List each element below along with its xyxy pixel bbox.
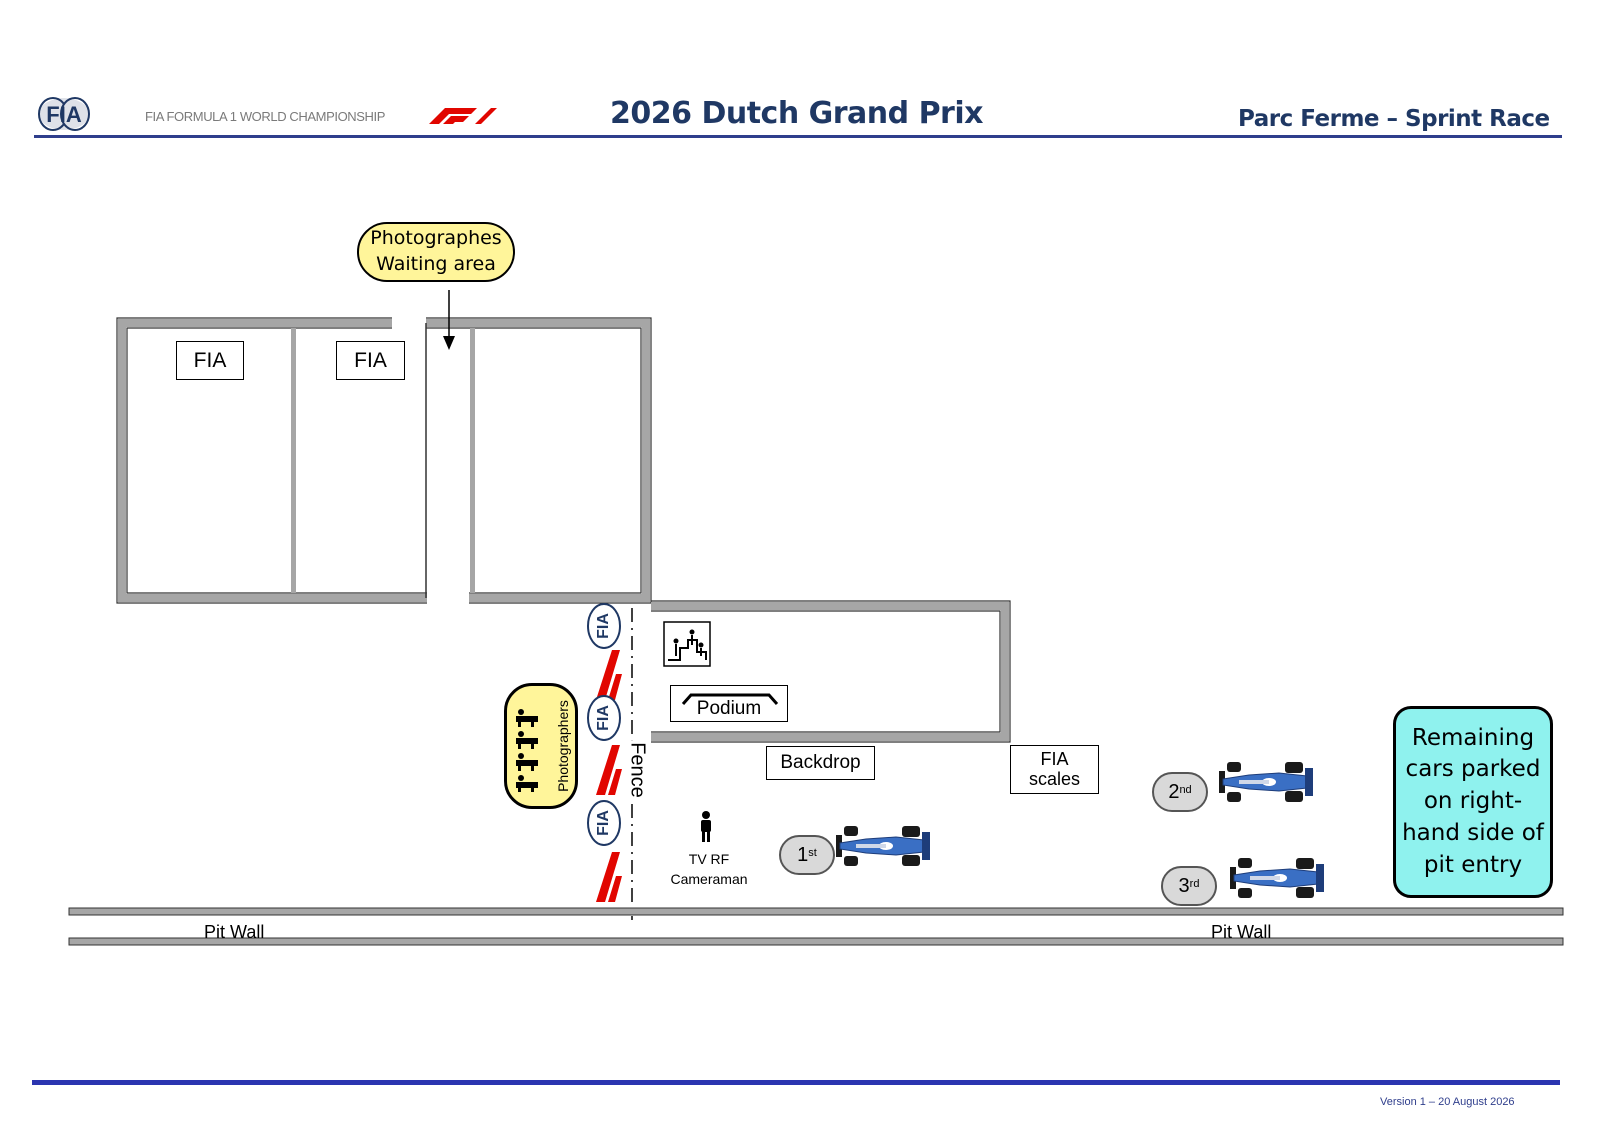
series-name: FIA FORMULA 1 WORLD CHAMPIONSHIP	[145, 109, 386, 124]
garage-block-outline	[116, 317, 652, 604]
svg-text:FIA: FIA	[595, 810, 612, 836]
garage-divider	[291, 328, 296, 593]
garage-block	[118, 319, 650, 602]
remaining-cars-note: Remaining cars parked on right-hand side…	[1393, 706, 1553, 898]
corridor-gap	[427, 592, 469, 606]
podium-arch-icon	[681, 693, 779, 705]
fia-logo-icon: FIA	[587, 800, 621, 846]
podium-label: Podium	[670, 685, 788, 722]
waiting-area-line1: Photographes	[370, 227, 502, 250]
position-number: 3	[1178, 874, 1190, 897]
photographer-icon	[516, 709, 538, 792]
fia-logo-text: FIA	[46, 102, 82, 127]
f1-logo-icon	[596, 650, 622, 700]
f1-logo-icon	[429, 108, 497, 124]
fia-garage-label: FIA	[336, 341, 405, 380]
backdrop-label: Backdrop	[766, 746, 875, 780]
photographers-waiting-area: Photographes Waiting area	[357, 222, 515, 282]
podium-block	[651, 600, 1011, 743]
f1-logo-icon	[596, 852, 622, 902]
race-car-icon	[1230, 858, 1324, 898]
garage-divider	[470, 328, 475, 593]
position-number: 1	[797, 843, 809, 866]
position-suffix: rd	[1189, 878, 1200, 890]
svg-text:FIA: FIA	[595, 613, 612, 639]
podium-text: Podium	[696, 698, 762, 720]
fia-logo-icon: FIA	[38, 97, 90, 131]
header-rule	[34, 135, 1562, 138]
cameraman-label: TV RF Cameraman	[660, 850, 758, 889]
footer-rule	[32, 1080, 1560, 1085]
race-car-icon	[1219, 762, 1313, 802]
page-subtitle: Parc Ferme – Sprint Race	[1238, 106, 1550, 132]
waiting-area-line2: Waiting area	[376, 253, 496, 275]
sponsor-board: FIA FIA FIA	[587, 603, 622, 902]
svg-text:FIA: FIA	[595, 705, 612, 731]
fence-label: Fence	[625, 740, 649, 800]
race-car-icon	[836, 826, 930, 866]
pit-wall	[68, 907, 1564, 946]
fia-logo-icon: FIA	[587, 695, 621, 741]
camera-line1: TV RF	[688, 851, 730, 867]
scales-line1: FIA	[1040, 748, 1069, 769]
photographers-label: Photographers	[555, 700, 571, 792]
page-title: 2026 Dutch Grand Prix	[610, 96, 983, 131]
waiting-arrow-head	[443, 336, 455, 350]
fia-logo-icon: FIA	[587, 603, 621, 649]
podium-steps-icon	[663, 621, 711, 667]
scales-line2: scales	[1028, 768, 1081, 789]
photographers-pen: Photographers	[504, 683, 578, 809]
pit-wall-label: Pit Wall	[204, 922, 265, 942]
f1-logo-icon	[596, 745, 622, 795]
position-number: 2	[1168, 780, 1180, 803]
pit-wall-label: Pit Wall	[1211, 922, 1272, 942]
version-text: Version 1 – 20 August 2026	[1380, 1096, 1515, 1108]
cameraman-icon	[701, 811, 711, 842]
position-suffix: nd	[1179, 784, 1192, 796]
position-suffix: st	[808, 847, 817, 859]
fia-garage-label: FIA	[176, 341, 244, 380]
camera-line2: Cameraman	[670, 870, 748, 887]
fia-scales-label: FIA scales	[1010, 745, 1099, 794]
